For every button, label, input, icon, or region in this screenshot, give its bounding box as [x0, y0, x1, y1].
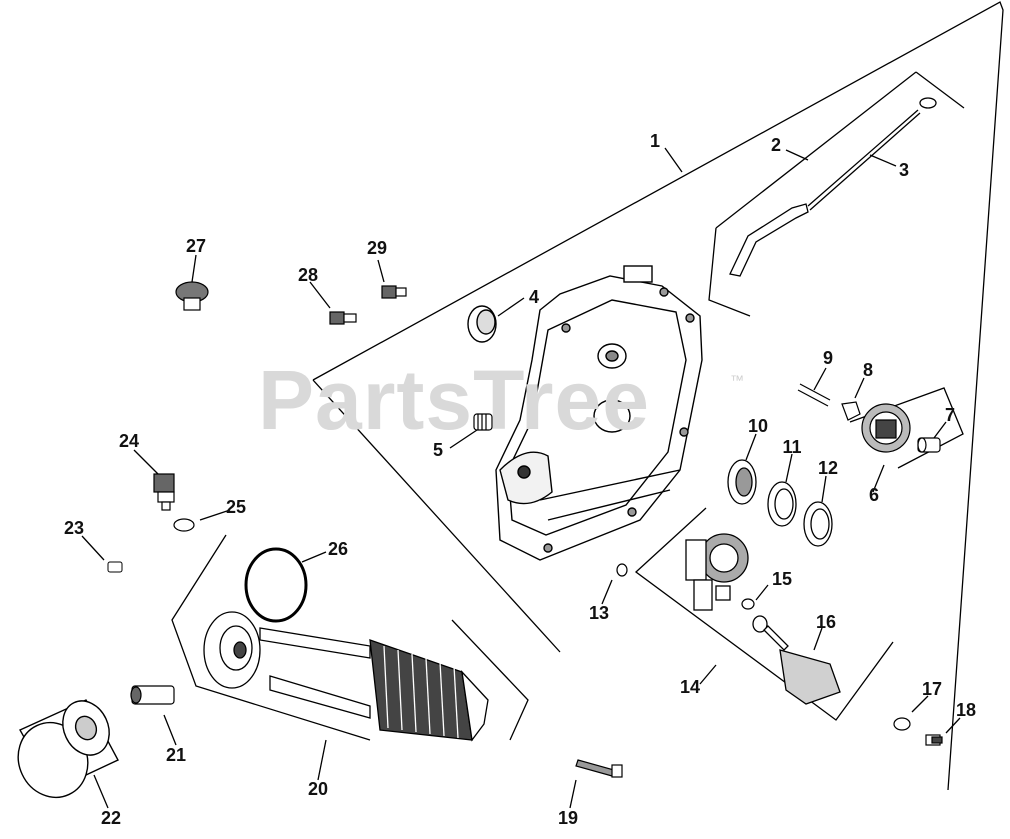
screw-29-part — [381, 285, 407, 299]
callout-22[interactable]: 22 — [100, 808, 122, 828]
callout-20[interactable]: 20 — [307, 779, 329, 799]
callout-10[interactable]: 10 — [747, 416, 769, 436]
gear-cover-part — [495, 265, 703, 561]
callout-11[interactable]: 11 — [782, 437, 802, 457]
callout-9[interactable]: 9 — [822, 348, 834, 368]
callout-25[interactable]: 25 — [225, 497, 247, 517]
nipple-21-part — [130, 685, 175, 705]
screw-28-part — [329, 311, 357, 325]
callout-6[interactable]: 6 — [868, 485, 880, 505]
o-ring-26-part — [244, 547, 308, 623]
fitting-23-part — [107, 561, 123, 573]
callout-29[interactable]: 29 — [366, 238, 388, 258]
plug-part — [473, 413, 493, 431]
callout-17[interactable]: 17 — [921, 679, 943, 699]
o-ring-part — [616, 563, 628, 577]
callout-18[interactable]: 18 — [955, 700, 977, 720]
callout-3[interactable]: 3 — [898, 160, 910, 180]
callout-7[interactable]: 7 — [944, 405, 956, 425]
o-ring-25-part — [173, 518, 195, 532]
frame-group-1 — [312, 1, 1004, 791]
callout-19[interactable]: 19 — [557, 808, 579, 828]
oil-filter-part — [17, 699, 119, 799]
switch-24-part — [153, 473, 175, 511]
callout-27[interactable]: 27 — [185, 236, 207, 256]
breather-27-part — [175, 281, 209, 311]
dipstick-part — [729, 97, 937, 277]
oil-seal-part — [467, 305, 497, 343]
frame-group-20 — [171, 534, 371, 741]
callout-13[interactable]: 13 — [588, 603, 610, 623]
callout-2[interactable]: 2 — [770, 135, 782, 155]
gear-assembly-part — [797, 383, 941, 453]
trademark-mark: ™ — [730, 372, 744, 388]
callout-12[interactable]: 12 — [817, 458, 839, 478]
callout-16[interactable]: 16 — [815, 612, 837, 632]
callout-14[interactable]: 14 — [679, 677, 701, 697]
washers-part — [727, 459, 833, 547]
oil-cooler-part — [203, 611, 489, 742]
callout-5[interactable]: 5 — [432, 440, 444, 460]
pump-o-ring-part — [741, 598, 755, 610]
bolt-19-part — [575, 759, 623, 778]
callout-4[interactable]: 4 — [528, 287, 540, 307]
callout-28[interactable]: 28 — [297, 265, 319, 285]
frame-group-14 — [634, 507, 894, 721]
oil-pump-part — [685, 533, 749, 611]
oil-pickup-part — [752, 615, 841, 705]
callout-1[interactable]: 1 — [649, 131, 661, 151]
callout-24[interactable]: 24 — [118, 431, 140, 451]
frame-group-2-top — [915, 71, 965, 109]
washer-17-part — [893, 717, 911, 731]
callout-8[interactable]: 8 — [862, 360, 874, 380]
callout-15[interactable]: 15 — [771, 569, 793, 589]
callout-26[interactable]: 26 — [327, 539, 349, 559]
frame-group-1-left — [312, 379, 561, 653]
callout-23[interactable]: 23 — [63, 518, 85, 538]
callout-21[interactable]: 21 — [165, 745, 187, 765]
frame-group-2 — [708, 227, 751, 317]
screw-18-part — [925, 734, 943, 746]
